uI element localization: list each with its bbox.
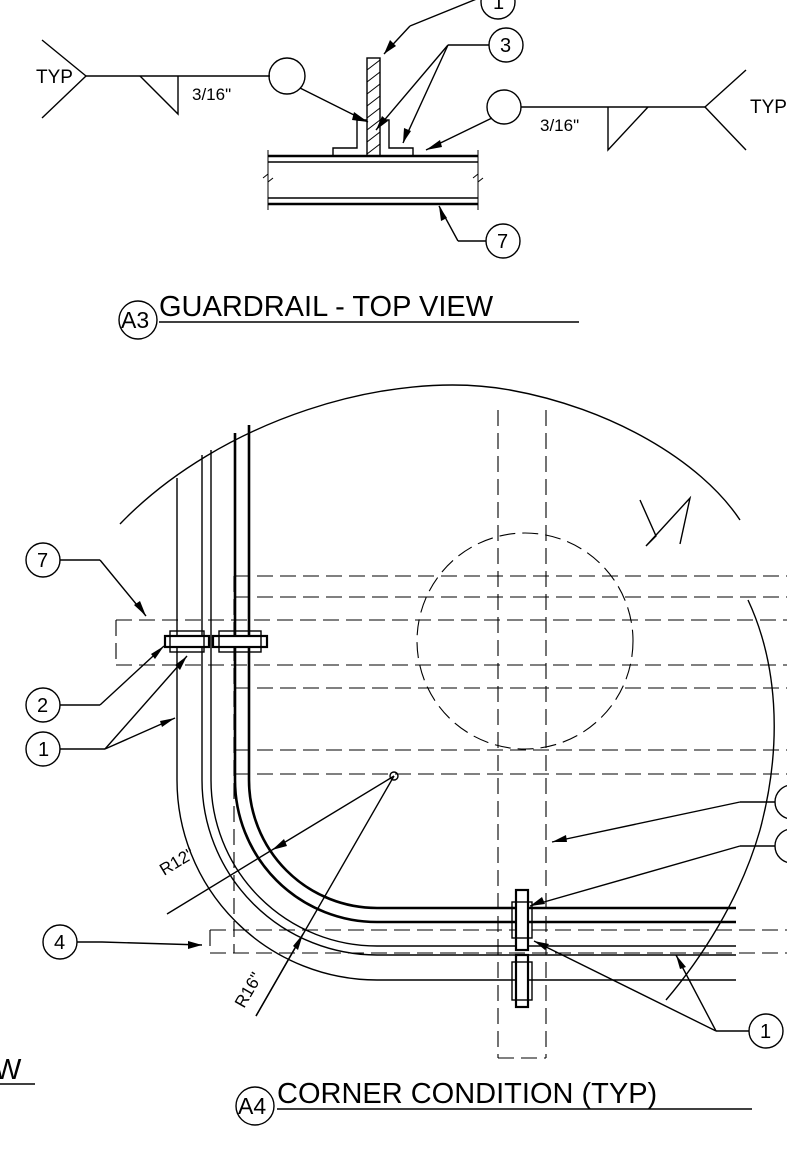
callout-4-a4: 4 xyxy=(42,924,203,960)
weld-size-left: 3/16" xyxy=(192,85,231,104)
break-symbol xyxy=(639,495,692,547)
radius-inner-label: R12" xyxy=(156,844,198,879)
weld-note-left: TYP xyxy=(36,67,73,88)
svg-text:7: 7 xyxy=(37,550,48,572)
clamps xyxy=(163,630,533,1009)
callout-1-a3: 1 xyxy=(383,0,516,55)
hidden-supports xyxy=(115,410,787,1059)
svg-text:2: 2 xyxy=(37,695,48,717)
detail-a3-title-block: A3 GUARDRAIL - TOP VIEW xyxy=(118,291,579,340)
svg-text:7: 7 xyxy=(497,231,508,253)
svg-text:4: 4 xyxy=(54,932,65,954)
boundary-arc-right xyxy=(665,599,775,1001)
detail-a4: R12" R16" 7 2 1 xyxy=(25,384,787,1126)
callout-7-a4: 7 xyxy=(25,542,147,617)
post-section xyxy=(332,57,414,157)
callouts-right-edge: 1 xyxy=(529,785,787,1049)
detail-tag-circle xyxy=(118,300,158,340)
detail-title: CORNER CONDITION (TYP) xyxy=(277,1078,657,1110)
callout-3-a3: 3 xyxy=(375,27,524,144)
svg-text:W: W xyxy=(0,1054,22,1086)
callout-7-a3: 7 xyxy=(438,205,521,259)
detail-a3: TYP 3/16" 3/16" TYP xyxy=(36,0,787,340)
detail-tag: A3 xyxy=(121,307,149,333)
radius-outer-label: R16" xyxy=(231,969,266,1011)
detail-tag-circle xyxy=(235,1086,275,1126)
callout-1-a4: 1 xyxy=(25,655,188,767)
rail-curves xyxy=(176,425,736,981)
rail-member xyxy=(262,150,484,210)
weld-flag-circle-right xyxy=(486,89,522,125)
detail-title: GUARDRAIL - TOP VIEW xyxy=(159,291,494,323)
svg-text:1: 1 xyxy=(38,739,49,761)
partial-adjacent-title: W xyxy=(0,1054,35,1086)
weld-symbol-left: TYP 3/16" xyxy=(36,39,369,123)
weld-symbol-right: 3/16" TYP xyxy=(425,69,787,152)
svg-text:1: 1 xyxy=(760,1021,771,1043)
detail-tag: A4 xyxy=(238,1093,266,1119)
weld-note-right: TYP xyxy=(750,97,787,118)
boundary-arc-top xyxy=(119,384,741,525)
weld-size-right: 3/16" xyxy=(540,116,579,135)
svg-text:3: 3 xyxy=(500,35,511,57)
detail-a4-title-block: A4 CORNER CONDITION (TYP) xyxy=(235,1078,752,1126)
callout-2-a4: 2 xyxy=(25,645,165,723)
weld-flag-circle-left xyxy=(268,57,306,95)
svg-text:1: 1 xyxy=(493,0,504,14)
